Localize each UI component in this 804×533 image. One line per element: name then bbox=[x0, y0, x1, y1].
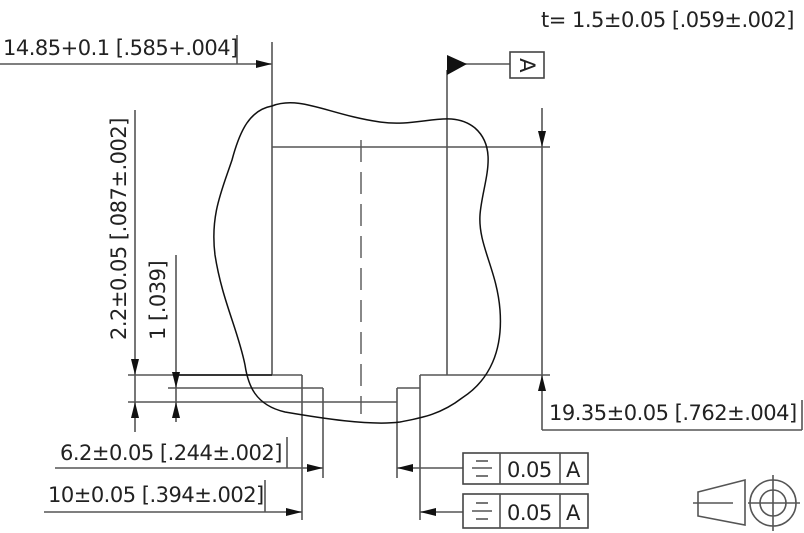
width-dimension: 14.85+0.1 [.585+.004] bbox=[0, 35, 510, 375]
tolerance-value: 0.05 bbox=[507, 501, 552, 525]
part-outline bbox=[128, 140, 550, 520]
symmetry-icon bbox=[472, 460, 492, 477]
tolerance-datum: A bbox=[566, 458, 581, 482]
tolerance-frame-1: 0.05 A bbox=[462, 452, 589, 485]
tolerance-frame-2: 0.05 A bbox=[462, 493, 589, 529]
left-offset-dim-text: 2.2±0.05 [.087±.002] bbox=[107, 118, 131, 340]
thickness-note: t= 1.5±0.05 [.059±.002] bbox=[541, 8, 794, 32]
tolerance-value: 0.05 bbox=[507, 458, 552, 482]
outer-slot-dim-text: 10±0.05 [.394±.002] bbox=[48, 483, 264, 507]
break-boundary bbox=[213, 102, 502, 424]
inner-slot-dimension: 6.2±0.05 [.244±.002] bbox=[55, 437, 463, 472]
tolerance-datum: A bbox=[566, 501, 581, 525]
datum-a-box: A bbox=[509, 51, 545, 79]
outer-slot-dimension: 10±0.05 [.394±.002] bbox=[44, 480, 463, 516]
height-dimension: 19.35±0.05 [.762±.004] bbox=[538, 108, 803, 431]
width-dim-text: 14.85+0.1 [.585+.004] bbox=[3, 36, 238, 60]
step-dimension: 1 [.039] bbox=[146, 255, 180, 422]
inner-slot-dim-text: 6.2±0.05 [.244±.002] bbox=[60, 441, 282, 465]
left-offset-dimension: 2.2±0.05 [.087±.002] bbox=[107, 110, 139, 432]
symmetry-icon bbox=[472, 502, 492, 520]
height-dim-text: 19.35±0.05 [.762±.004] bbox=[549, 401, 797, 425]
step-dim-text: 1 [.039] bbox=[146, 261, 170, 340]
datum-label: A bbox=[515, 58, 539, 73]
projection-symbol-icon bbox=[693, 475, 800, 531]
